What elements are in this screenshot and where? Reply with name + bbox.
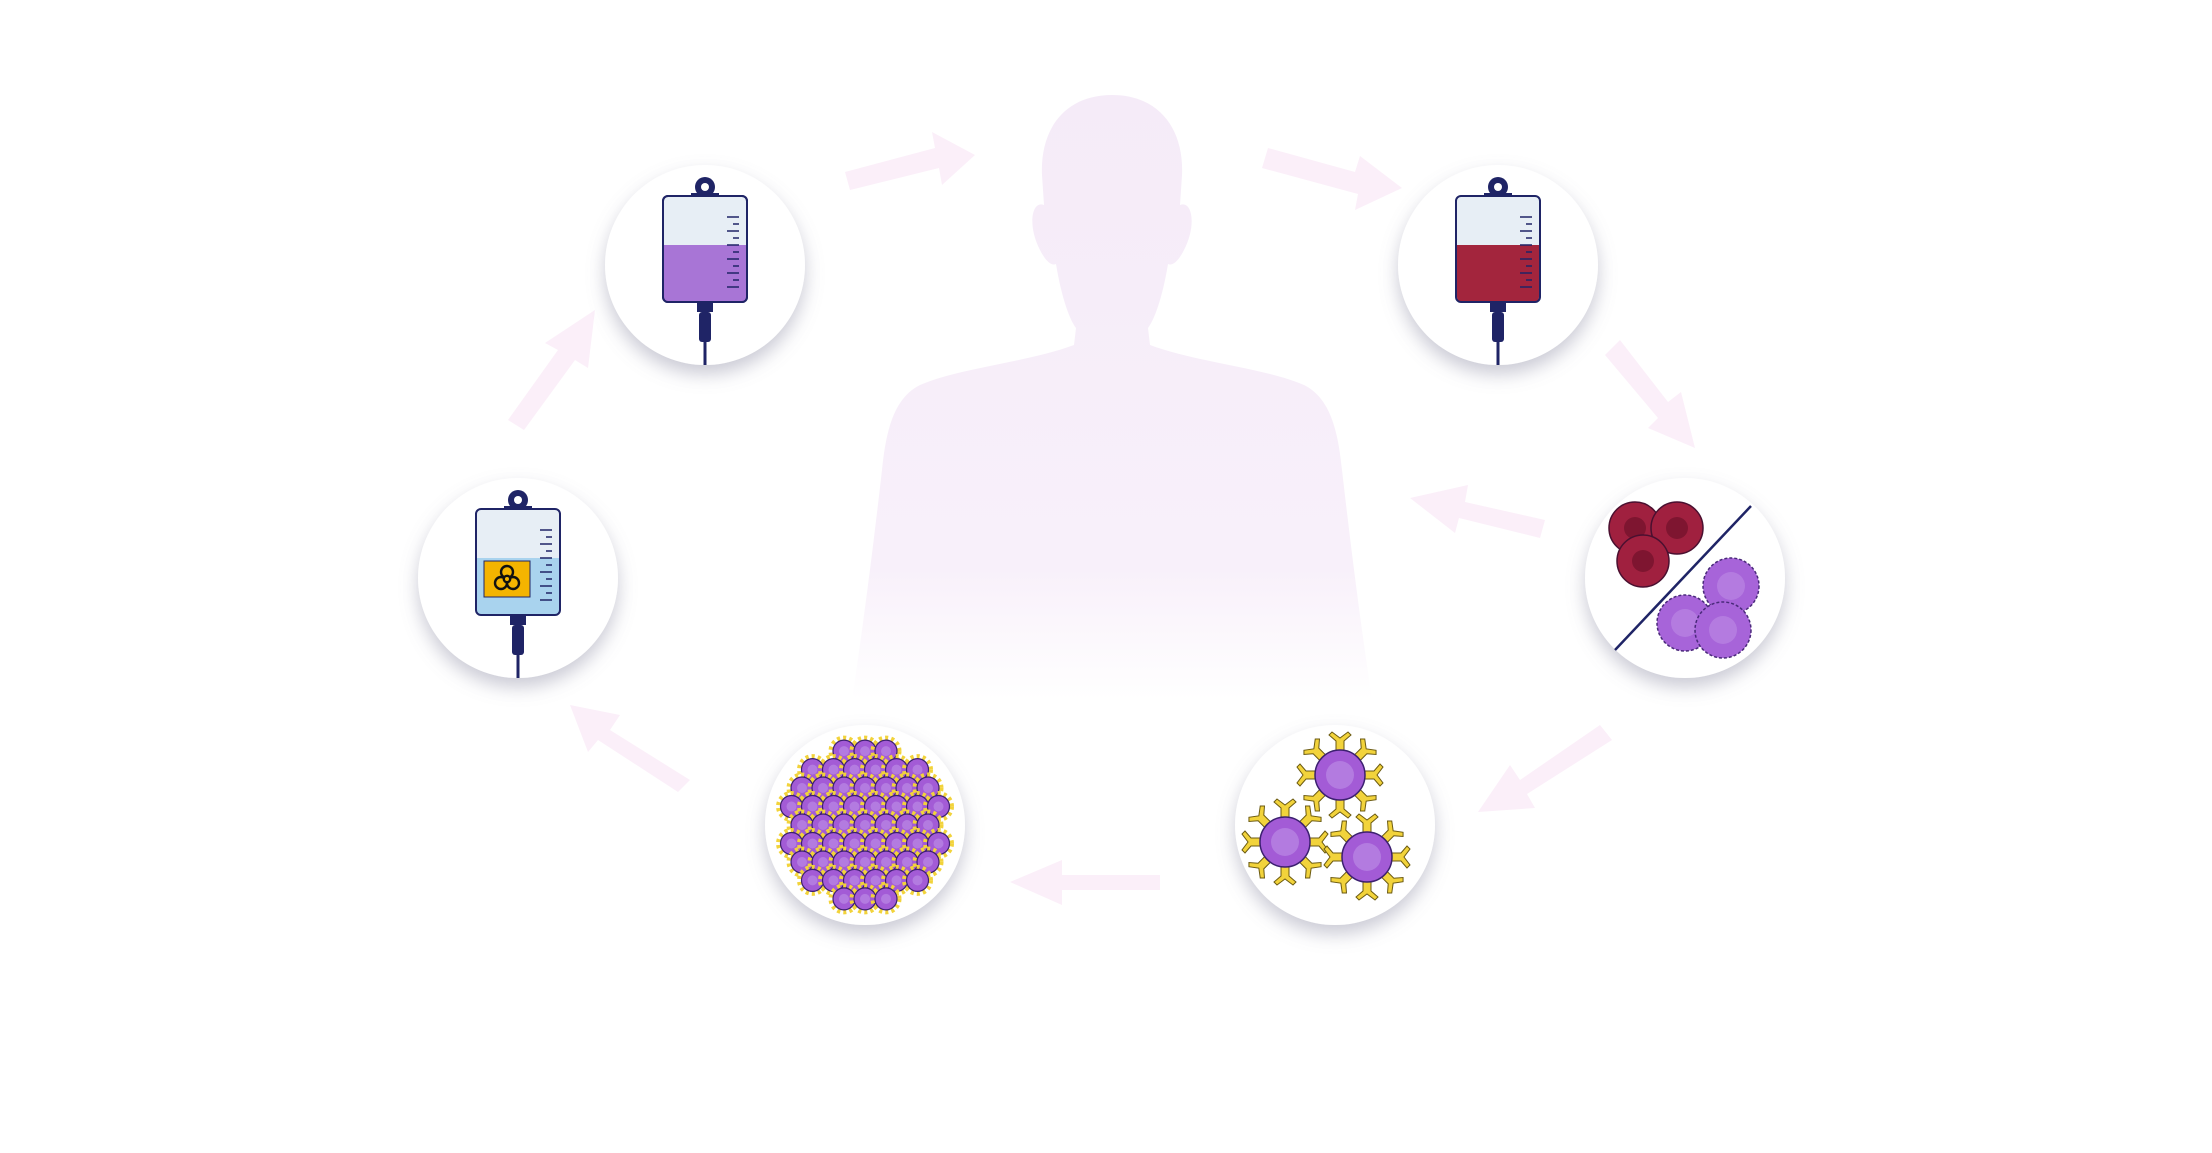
arrow-bottom-left	[570, 705, 690, 792]
step-node-cell-expansion[interactable]	[765, 725, 965, 925]
white-blood-cells	[1656, 557, 1760, 659]
activated-t-cells-icon	[1223, 731, 1429, 919]
arrow-left-up	[508, 310, 595, 430]
arrow-bottom	[1010, 860, 1160, 905]
cycle-arrows	[508, 132, 1695, 905]
cell-separation-icon	[1608, 501, 1760, 659]
human-silhouette	[852, 95, 1372, 700]
biohazard-label-icon	[483, 560, 531, 598]
step-node-blood-collection[interactable]	[1398, 165, 1598, 365]
step-node-cell-infusion[interactable]	[605, 165, 805, 365]
red-blood-cells	[1608, 501, 1704, 588]
arrow-top-right	[1262, 148, 1402, 210]
biohazard-iv-bag-icon	[475, 490, 561, 678]
purple-iv-bag-icon	[662, 177, 748, 365]
blood-iv-bag-icon	[1455, 177, 1541, 365]
t-cell	[1296, 731, 1384, 819]
arrow-top-left	[845, 132, 975, 190]
arrow-inward	[1410, 485, 1545, 538]
step-node-cell-separation[interactable]	[1585, 478, 1785, 678]
arrow-right-down	[1605, 340, 1695, 448]
step-node-chemotherapy[interactable]	[418, 478, 618, 678]
step-node-cell-activation[interactable]	[1223, 714, 1435, 925]
expanded-cell-cluster-icon	[779, 738, 952, 912]
arrow-right-lower	[1478, 725, 1612, 812]
